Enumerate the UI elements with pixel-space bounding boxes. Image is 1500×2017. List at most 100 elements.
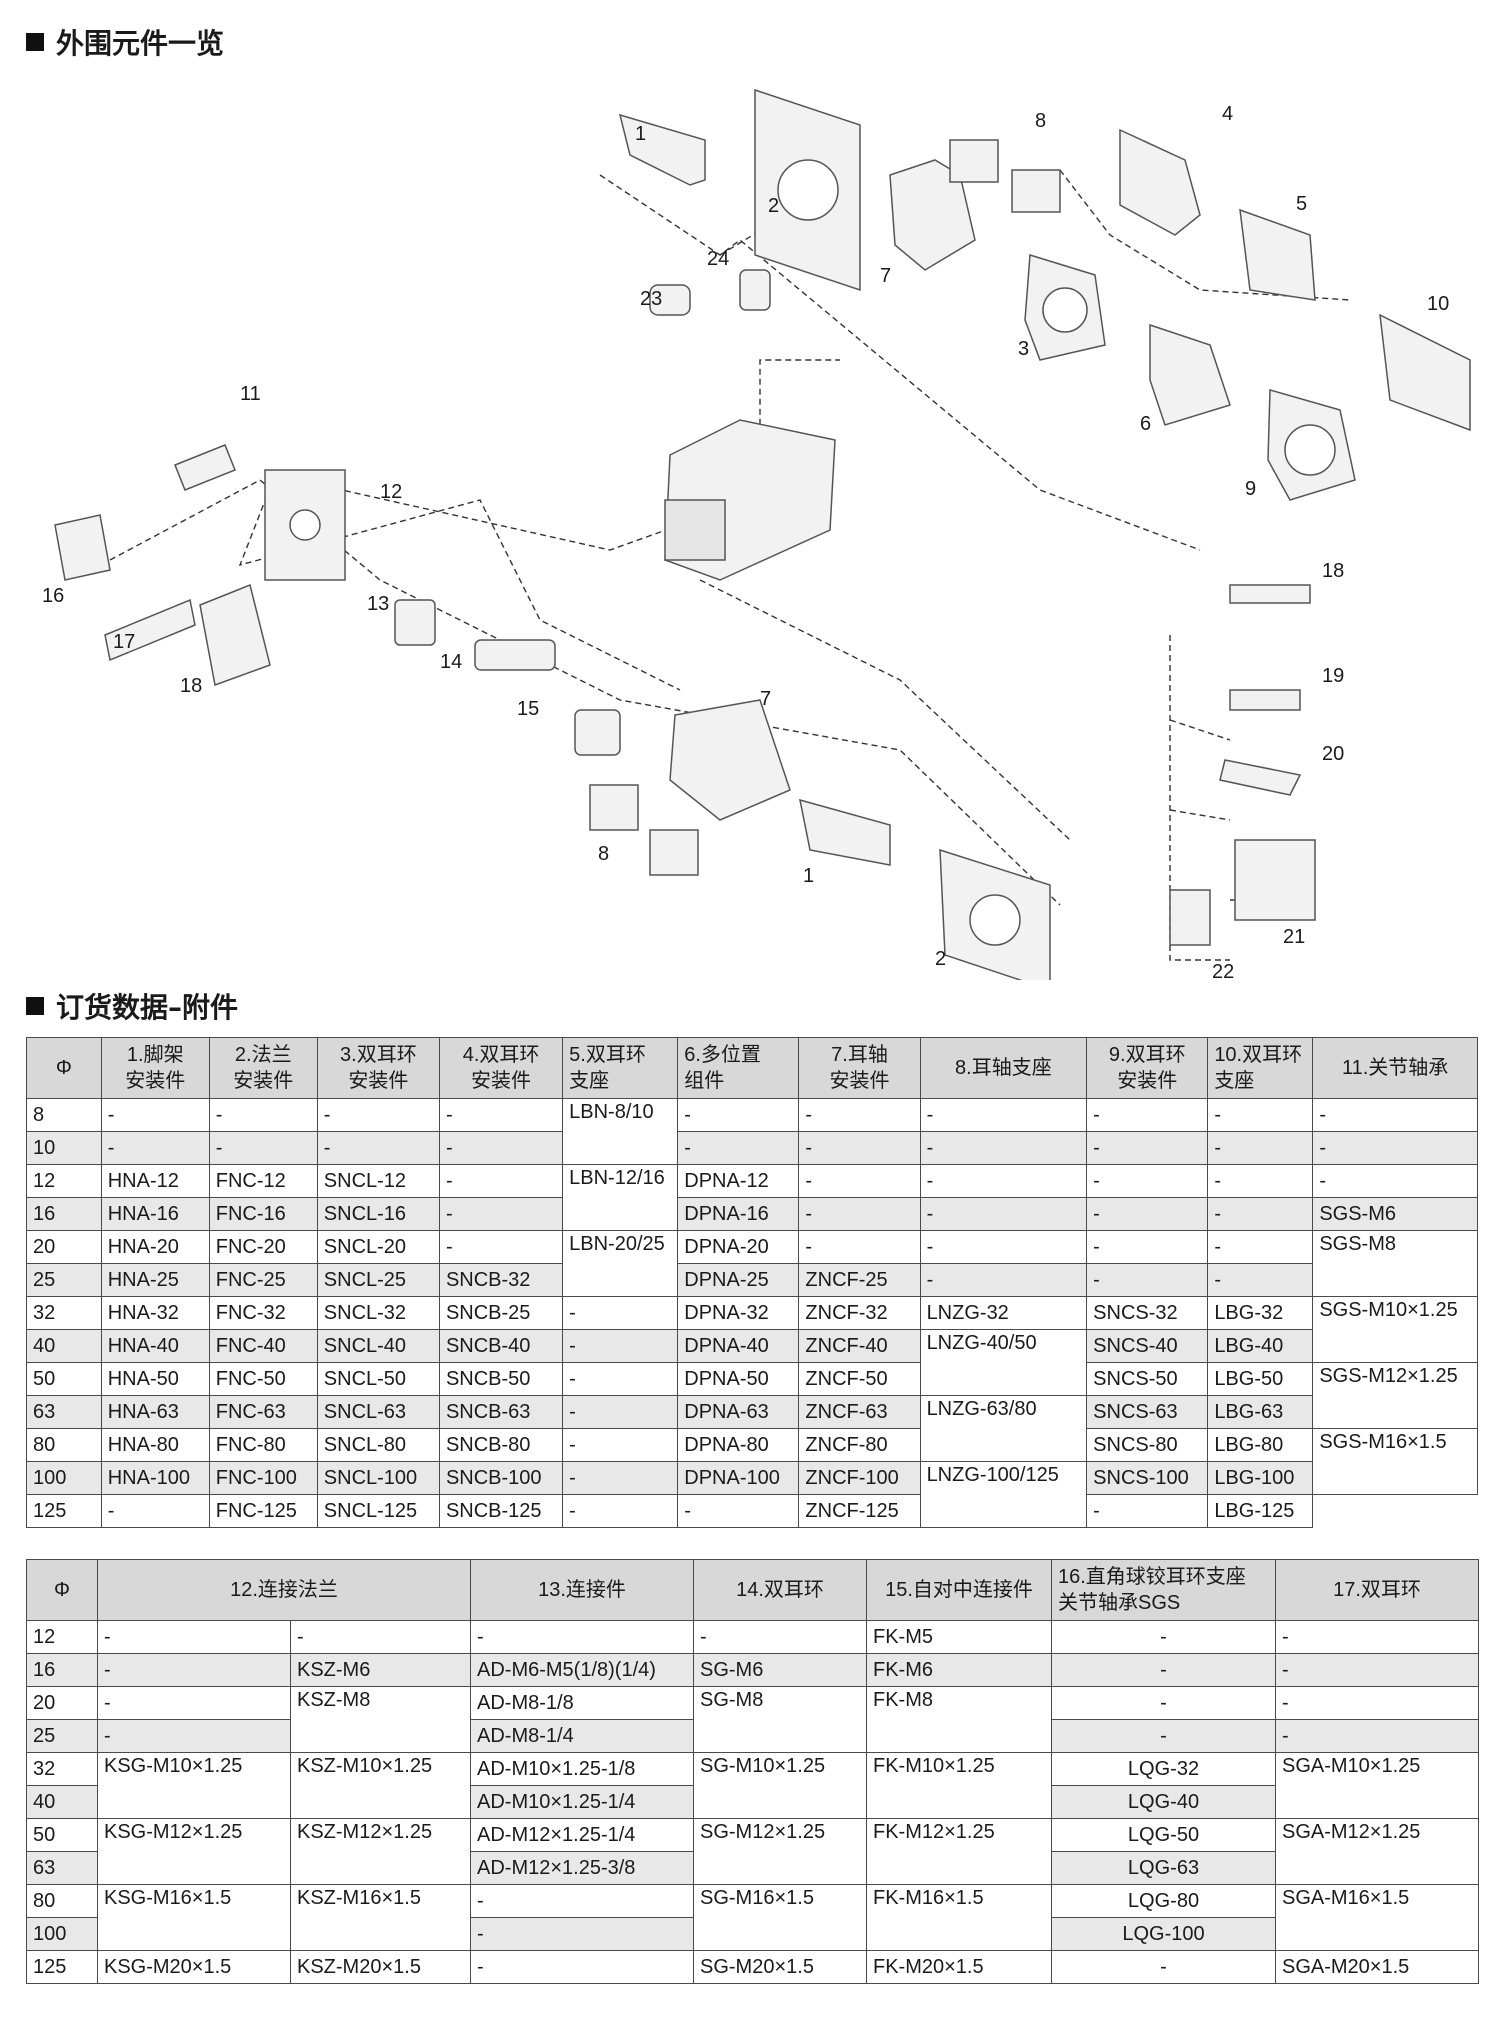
callout-21: 21: [1283, 926, 1305, 948]
cell: -: [1275, 1719, 1479, 1753]
cell: SNCL-12: [316, 1164, 440, 1198]
cell: -: [438, 1164, 564, 1198]
callout-8: 8: [1035, 110, 1046, 132]
cell: SNCL-32: [316, 1296, 440, 1330]
cell: -: [1275, 1653, 1479, 1687]
cell: -: [100, 1494, 210, 1528]
cell: FNC-80: [208, 1428, 318, 1462]
cell: SNCB-63: [438, 1395, 564, 1429]
cell-phi: 125: [26, 1950, 98, 1984]
callout-23: 23: [640, 288, 662, 310]
cell: FNC-20: [208, 1230, 318, 1264]
cell: -: [1086, 1131, 1209, 1165]
table-row: 32 HNA-32 FNC-32 SNCL-32 SNCB-25 - DPNA-…: [26, 1296, 1478, 1363]
header-self-align-coupler: 15.自对中连接件: [866, 1559, 1052, 1621]
table-row: 20 - KSZ-M8 AD-M8-1/8 SG-M8 FK-M8 - -: [26, 1686, 1479, 1753]
callout-12: 12: [380, 481, 402, 503]
cell: KSG-M12×1.25: [97, 1818, 291, 1885]
cell: SG-M20×1.5: [693, 1950, 867, 1984]
sensor-part-18: [1229, 584, 1311, 604]
table-row: 25 HNA-25 FNC-25 SNCL-25 SNCB-32 DPNA-25…: [26, 1263, 1478, 1297]
callout-5: 5: [1296, 193, 1307, 215]
table-row: 16 HNA-16 FNC-16 SNCL-16 - DPNA-16 - - -…: [26, 1197, 1478, 1231]
cell: HNA-50: [100, 1362, 210, 1396]
cell: LNZG-40/50: [919, 1329, 1088, 1396]
cell: ZNCF-32: [798, 1296, 921, 1330]
cell: LBG-32: [1207, 1296, 1314, 1330]
table-row: 125 - FNC-125 SNCL-125 SNCB-125 - - ZNCF…: [26, 1494, 1478, 1528]
header-double-clevis-14: 14.双耳环: [693, 1559, 867, 1621]
header-phi: Φ: [26, 1559, 98, 1621]
cell: -: [798, 1164, 921, 1198]
cell-phi: 50: [26, 1362, 102, 1396]
cell: KSZ-M20×1.5: [290, 1950, 471, 1984]
cell: -: [438, 1230, 564, 1264]
cell: SNCB-100: [438, 1461, 564, 1495]
cell: HNA-16: [100, 1197, 210, 1231]
cell: LBG-40: [1207, 1329, 1314, 1363]
cell: SGS-M12×1.25: [1312, 1362, 1478, 1429]
cell: FNC-12: [208, 1164, 318, 1198]
cell: KSZ-M8: [290, 1686, 471, 1753]
cell: LBG-80: [1207, 1428, 1314, 1462]
table-row: 12 - - - - FK-M5 - -: [26, 1620, 1479, 1654]
cell: ZNCF-40: [798, 1329, 921, 1363]
block-part-8a: [949, 139, 999, 183]
flange-plate-lower-bore: [969, 894, 1021, 946]
cell-phi: 12: [26, 1620, 98, 1654]
cell: ZNCF-80: [798, 1428, 921, 1462]
cell: KSG-M10×1.25: [97, 1752, 291, 1819]
table-row: 25 - AD-M8-1/4 - -: [26, 1719, 1479, 1753]
cell-phi: 100: [26, 1917, 98, 1951]
cell: FNC-16: [208, 1197, 318, 1231]
connector-part-13: [394, 599, 436, 646]
cell: FK-M10×1.25: [866, 1752, 1052, 1819]
clevis-mount-part: [1119, 128, 1201, 236]
cell: DPNA-40: [677, 1329, 800, 1363]
fitting-part-23: [649, 284, 691, 316]
coupling-flange-bore: [289, 509, 321, 541]
callout-16: 16: [42, 585, 64, 607]
cell: LQG-50: [1051, 1818, 1276, 1852]
cell: FNC-100: [208, 1461, 318, 1495]
cell-phi: 80: [26, 1884, 98, 1918]
cell: -: [919, 1131, 1088, 1165]
cell: FK-M16×1.5: [866, 1884, 1052, 1951]
cell: DPNA-20: [677, 1230, 800, 1264]
cell: -: [470, 1950, 694, 1984]
header-double-clevis-4: 4.双耳环安装件: [438, 1037, 564, 1099]
cell: -: [1051, 1653, 1276, 1687]
cell: AD-M10×1.25-1/8: [470, 1752, 694, 1786]
trunnion-part: [889, 159, 976, 271]
cell: -: [470, 1620, 694, 1654]
header-trunnion-support: 8.耳轴支座: [919, 1037, 1088, 1099]
rear-flange-bore: [1042, 287, 1088, 333]
callout-7-lower: 7: [760, 688, 771, 710]
table-row: 100 HNA-100 FNC-100 SNCL-100 SNCB-100 - …: [26, 1461, 1478, 1528]
cell: -: [1207, 1197, 1314, 1231]
header-clevis-support-10: 10.双耳环支座: [1207, 1037, 1314, 1099]
cell: -: [1086, 1164, 1209, 1198]
cell: SG-M12×1.25: [693, 1818, 867, 1885]
callout-13: 13: [367, 593, 389, 615]
component-shapes: [54, 88, 1471, 980]
cell-phi: 25: [26, 1719, 98, 1753]
cell: DPNA-63: [677, 1395, 800, 1429]
cell-phi: 63: [26, 1851, 98, 1885]
callout-22: 22: [1212, 961, 1234, 980]
cell: SNCS-80: [1086, 1428, 1209, 1462]
header-connector: 13.连接件: [470, 1559, 694, 1621]
cell: HNA-40: [100, 1329, 210, 1363]
cell: -: [316, 1098, 440, 1132]
cell: -: [562, 1428, 679, 1462]
cell: SNCS-50: [1086, 1362, 1209, 1396]
cell: SGA-M20×1.5: [1275, 1950, 1479, 1984]
cell: KSG-M16×1.5: [97, 1884, 291, 1951]
exploded-diagram: 1 2 8 4 5 7 3 24 23 10 6 9 11 12 16 13 1…: [42, 88, 1471, 980]
cell: SNCS-40: [1086, 1329, 1209, 1363]
callout-14: 14: [440, 651, 462, 673]
cell-phi: 32: [26, 1296, 102, 1330]
block-part-8b: [1011, 169, 1061, 213]
cell: SGS-M6: [1312, 1197, 1478, 1231]
cell-phi: 20: [26, 1230, 102, 1264]
